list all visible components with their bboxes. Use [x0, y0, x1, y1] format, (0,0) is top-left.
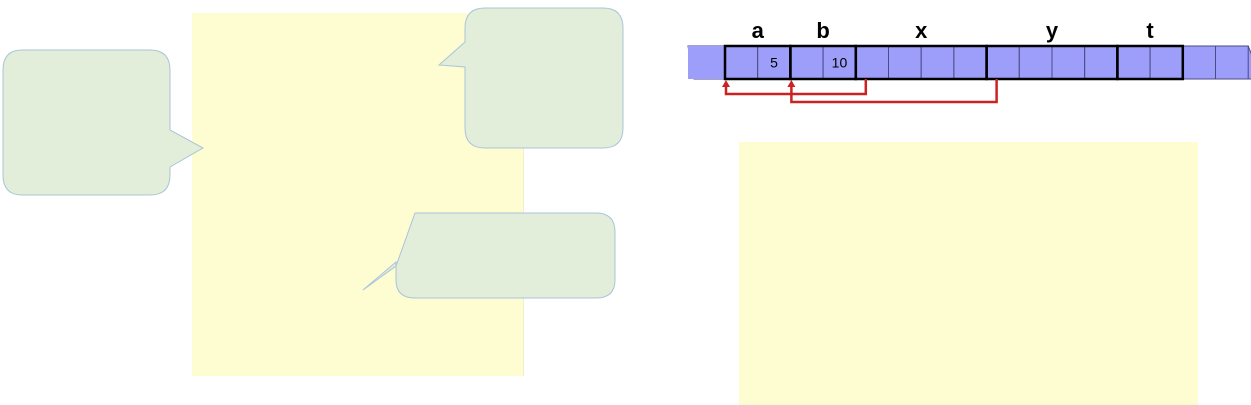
memory-cell	[920, 45, 955, 80]
memory-cell	[888, 45, 922, 80]
memory-cell	[1018, 45, 1053, 80]
arrowhead-b	[787, 80, 796, 87]
memory-cell	[1051, 45, 1086, 80]
cell-values: 5 10	[770, 55, 847, 71]
memory-cell	[986, 45, 1020, 80]
callout-bubble-bottom	[362, 212, 616, 299]
memory-cell	[1084, 45, 1118, 80]
memory-padding-left	[688, 46, 725, 79]
variable-label-a: a	[752, 18, 765, 43]
pointer-x-to-a	[724, 79, 868, 96]
memory-cell	[1116, 45, 1151, 80]
memory-cell	[724, 45, 759, 80]
memory-cell	[1215, 45, 1249, 80]
variable-label-x: x	[915, 18, 928, 43]
memory-diagram: a b x y t 5 10	[687, 18, 1251, 104]
memory-cell	[1149, 45, 1184, 80]
memory-cell	[789, 45, 824, 80]
callout-bubble-left	[2, 49, 205, 196]
pointer-y-to-b	[790, 79, 998, 104]
variable-blocks	[723, 44, 1185, 81]
variable-block-t	[1116, 44, 1185, 81]
memory-cell	[855, 45, 889, 80]
cell-value-b: 10	[832, 55, 848, 71]
variable-label-y: y	[1046, 18, 1059, 43]
callout-bubble-top	[437, 7, 624, 149]
memory-cell	[1182, 45, 1217, 80]
variable-label-t: t	[1146, 18, 1154, 43]
memory-cell	[953, 45, 988, 80]
arrowhead-a	[722, 80, 730, 87]
cell-value-a: 5	[770, 55, 778, 71]
pointer-arrows	[722, 79, 998, 104]
right-note-panel	[739, 142, 1198, 405]
variable-label-b: b	[816, 18, 829, 43]
